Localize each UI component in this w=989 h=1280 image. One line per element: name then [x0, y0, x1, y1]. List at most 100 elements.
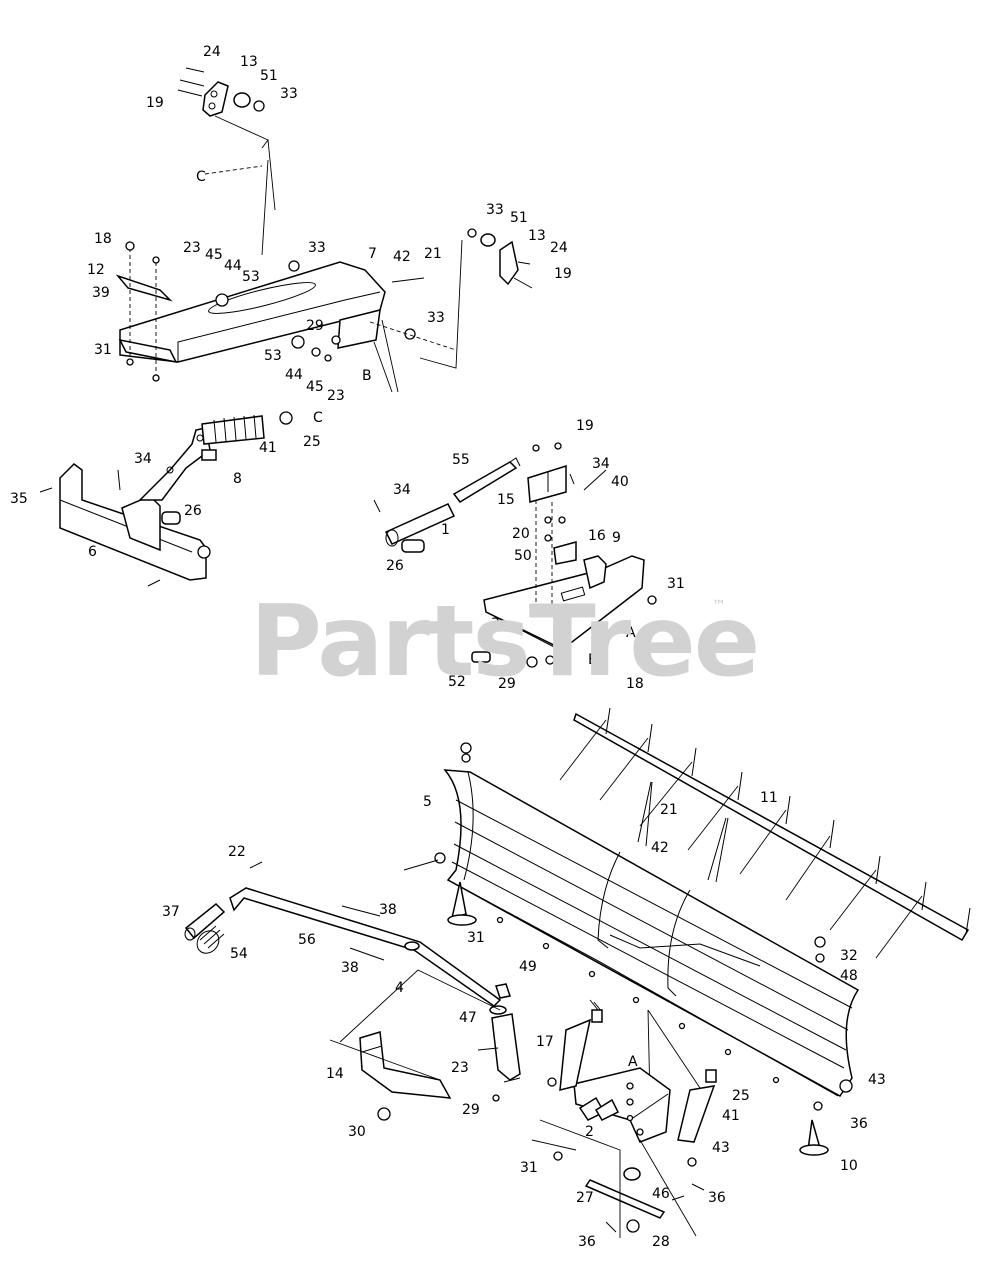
- callout-5: 5: [423, 794, 432, 810]
- callout-44: 44: [224, 258, 242, 274]
- label-a-lower: A: [628, 1054, 638, 1070]
- callout-32: 32: [840, 948, 858, 964]
- label-b-plate: B: [588, 652, 598, 668]
- callout-4: 4: [395, 980, 404, 996]
- callout-12: 12: [87, 262, 105, 278]
- callout-41: 41: [722, 1108, 740, 1124]
- callout-23: 23: [183, 240, 201, 256]
- blade-group: [403, 707, 971, 1156]
- callout-26: 26: [386, 558, 404, 574]
- callout-47: 47: [459, 1010, 477, 1026]
- callout-25: 25: [732, 1088, 750, 1104]
- callout-22: 22: [228, 844, 246, 860]
- pivot-plate-group: [373, 442, 657, 668]
- callout-36: 36: [850, 1116, 868, 1132]
- callout-25: 25: [303, 434, 321, 450]
- callout-45: 45: [205, 247, 223, 263]
- callout-7: 7: [368, 246, 377, 262]
- callout-19: 19: [146, 95, 164, 111]
- callout-29: 29: [306, 318, 324, 334]
- callout-31: 31: [520, 1160, 538, 1176]
- callout-50: 50: [514, 548, 532, 564]
- callout-23: 23: [327, 388, 345, 404]
- upper-left-bracket-group: [177, 67, 276, 256]
- callout-56: 56: [298, 932, 316, 948]
- callout-42: 42: [651, 840, 669, 856]
- callout-18: 18: [94, 231, 112, 247]
- callout-36: 36: [708, 1190, 726, 1206]
- callout-29: 29: [498, 676, 516, 692]
- callout-45: 45: [306, 379, 324, 395]
- callout-55: 55: [452, 452, 470, 468]
- callout-31: 31: [467, 930, 485, 946]
- callout-54: 54: [230, 946, 248, 962]
- callout-26: 26: [184, 503, 202, 519]
- callout-31: 31: [94, 342, 112, 358]
- callout-17: 17: [536, 1034, 554, 1050]
- callout-52: 52: [448, 674, 466, 690]
- callout-40: 40: [611, 474, 629, 490]
- callout-14: 14: [326, 1066, 344, 1082]
- callout-13: 13: [240, 54, 258, 70]
- callout-23: 23: [451, 1060, 469, 1076]
- callout-24: 24: [203, 44, 221, 60]
- callout-30: 30: [348, 1124, 366, 1140]
- callout-6: 6: [88, 544, 97, 560]
- callout-41: 41: [259, 440, 277, 456]
- lower-bracket-group: [503, 999, 717, 1238]
- callout-28: 28: [652, 1234, 670, 1250]
- callout-3: 3: [491, 616, 500, 632]
- callout-20: 20: [512, 526, 530, 542]
- callout-13: 13: [528, 228, 546, 244]
- label-a-plate: A: [626, 625, 636, 641]
- callout-34: 34: [134, 451, 152, 467]
- callout-38: 38: [379, 902, 397, 918]
- callout-39: 39: [92, 285, 110, 301]
- watermark-trademark: ™: [712, 598, 726, 614]
- callout-33: 33: [280, 86, 298, 102]
- label-b-upper: B: [362, 368, 372, 384]
- callout-16: 16: [588, 528, 606, 544]
- callout-51: 51: [260, 68, 278, 84]
- callout-48: 48: [840, 968, 858, 984]
- callout-53: 53: [264, 348, 282, 364]
- callout-21: 21: [660, 802, 678, 818]
- callout-46: 46: [652, 1186, 670, 1202]
- callout-53: 53: [242, 269, 260, 285]
- callout-38: 38: [341, 960, 359, 976]
- callout-2: 2: [585, 1124, 594, 1140]
- callout-1: 1: [441, 522, 450, 538]
- callout-43: 43: [868, 1072, 886, 1088]
- callout-10: 10: [840, 1158, 858, 1174]
- callout-51: 51: [510, 210, 528, 226]
- callout-44: 44: [285, 367, 303, 383]
- callout-43: 43: [712, 1140, 730, 1156]
- callout-42: 42: [393, 249, 411, 265]
- callout-21: 21: [424, 246, 442, 262]
- callout-33: 33: [427, 310, 445, 326]
- callout-8: 8: [233, 471, 242, 487]
- callout-36: 36: [578, 1234, 596, 1250]
- callout-37: 37: [162, 904, 180, 920]
- lever-assembly-group: [184, 861, 521, 1121]
- label-c-lift: C: [313, 410, 323, 426]
- callout-33: 33: [486, 202, 504, 218]
- lift-assembly-group: [39, 411, 293, 587]
- callout-27: 27: [576, 1190, 594, 1206]
- callout-34: 34: [393, 482, 411, 498]
- callout-33: 33: [308, 240, 326, 256]
- callout-19: 19: [576, 418, 594, 434]
- callout-34: 34: [592, 456, 610, 472]
- callout-9: 9: [612, 530, 621, 546]
- callout-18: 18: [626, 676, 644, 692]
- callout-19: 19: [554, 266, 572, 282]
- callout-11: 11: [760, 790, 778, 806]
- callout-24: 24: [550, 240, 568, 256]
- callout-49: 49: [519, 959, 537, 975]
- callout-31: 31: [667, 576, 685, 592]
- frame-arm-group: [115, 241, 457, 393]
- callout-29: 29: [462, 1102, 480, 1118]
- label-c-upper: C: [196, 169, 206, 185]
- callout-15: 15: [497, 492, 515, 508]
- upper-right-bracket-group: [419, 228, 533, 369]
